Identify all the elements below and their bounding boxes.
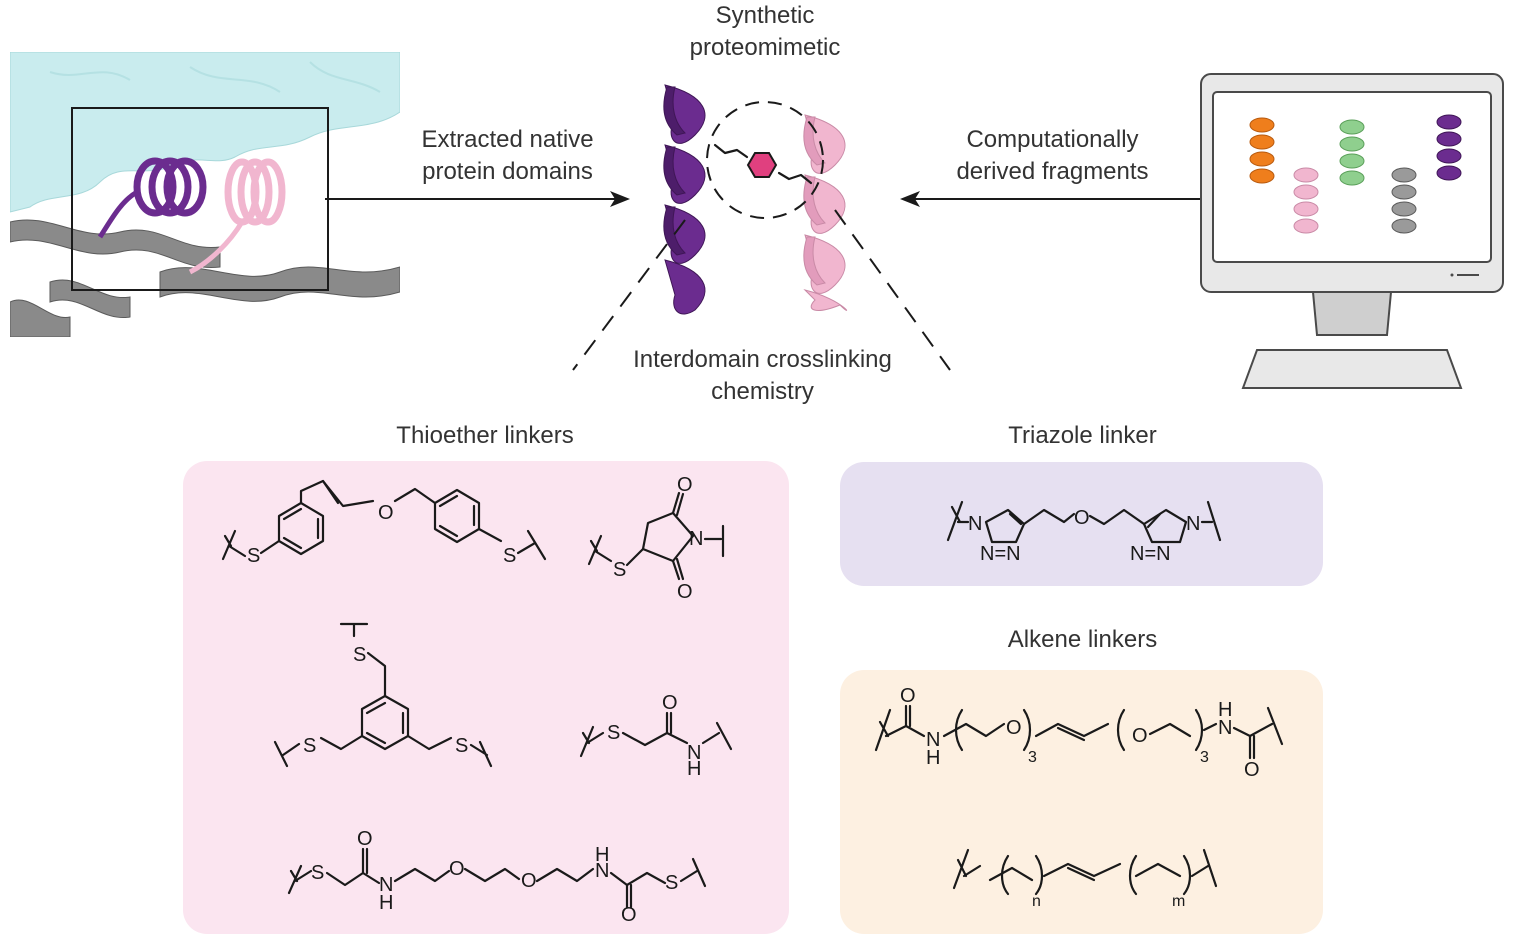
atom-o5: O	[357, 828, 373, 850]
triazole-title: Triazole linker	[1008, 422, 1157, 449]
atom-n2: N	[687, 742, 701, 764]
peg-thioacetamide-linker: S O N H O O H N O S	[287, 828, 707, 926]
proteomimetic-helices	[572, 84, 951, 371]
atom-h4: H	[926, 747, 940, 769]
sub-n: n	[1032, 893, 1041, 910]
left-arrow-label-line1: Extracted native	[421, 126, 594, 153]
thioether-panel	[183, 461, 789, 934]
title-line2: proteomimetic	[689, 34, 841, 61]
proteomimetic-title: Synthetic proteomimetic	[660, 0, 870, 64]
atom-s8: S	[311, 862, 324, 884]
succinimide-linker: S O O N	[587, 474, 725, 603]
fragment-helix-pink	[1293, 167, 1319, 234]
tris-benzyl-linker: S S S	[273, 622, 493, 768]
left-arrow-label-line2: protein domains	[422, 158, 593, 185]
triazole-structure: N N=N O N N=N	[946, 500, 1222, 565]
atom-s5: S	[303, 735, 316, 757]
atom-h1: H	[687, 758, 701, 780]
crosslinking-label: Interdomain crosslinking chemistry	[610, 344, 915, 408]
right-arrow	[900, 191, 1205, 207]
atom-n7: N	[926, 729, 940, 751]
alkyl-alkene-linker: n m	[952, 848, 1218, 910]
atom-o2: O	[677, 474, 693, 496]
fragment-helix-orange	[1249, 117, 1275, 184]
atom-nn2: N=N	[1130, 543, 1171, 565]
atom-s4: S	[353, 644, 366, 666]
atom-n1: N	[689, 528, 703, 550]
atom-nn1: N=N	[980, 543, 1021, 565]
triazole-panel	[840, 462, 1323, 586]
atom-o13: O	[1244, 759, 1260, 781]
atom-o3: O	[677, 581, 693, 603]
atom-s1: S	[247, 545, 260, 567]
right-arrow-label-line1: Computationally	[966, 126, 1139, 153]
right-arrow-label: Computationally derived fragments	[935, 124, 1170, 188]
crosslinking-label-line2: chemistry	[711, 378, 814, 405]
left-arrow	[325, 191, 630, 207]
crosslink-hexagon	[746, 152, 778, 178]
purple-helix	[663, 84, 706, 315]
atom-h3: H	[595, 844, 609, 866]
atom-s7: S	[607, 722, 620, 744]
atom-o4: O	[662, 692, 678, 714]
alkene-panel	[840, 670, 1323, 934]
atom-o6: O	[449, 858, 465, 880]
thioether-structures: S O S S O O N S S S	[221, 474, 733, 926]
thioether-title: Thioether linkers	[396, 422, 574, 449]
atom-h2: H	[379, 892, 393, 914]
peg-alkene-linker: O N H O 3 O 3 H N O	[874, 685, 1284, 781]
computer-monitor-icon	[1200, 73, 1504, 389]
sub-3-right: 3	[1200, 749, 1209, 766]
atom-o11: O	[1006, 717, 1022, 739]
atom-s9: S	[665, 872, 678, 894]
atom-o7: O	[521, 870, 537, 892]
atom-s2: S	[503, 545, 516, 567]
protein-structure-image	[10, 52, 400, 337]
atom-o12: O	[1132, 725, 1148, 747]
crosslinking-label-line1: Interdomain crosslinking	[633, 346, 892, 373]
sub-3-left: 3	[1028, 749, 1037, 766]
fragment-helix-green	[1339, 119, 1365, 186]
pink-helix	[803, 114, 848, 311]
atom-o8: O	[621, 904, 637, 926]
atom-n6: N	[1186, 513, 1200, 535]
right-arrow-label-line2: derived fragments	[956, 158, 1149, 185]
bis-benzyl-ether-linker: S O S	[221, 479, 547, 567]
atom-n3: N	[379, 874, 393, 896]
atom-o1: O	[378, 502, 394, 524]
atom-h5: H	[1218, 699, 1232, 721]
atom-n5: N	[968, 513, 982, 535]
protein-surface	[10, 52, 400, 213]
thioacetamide-linker: S O N H	[579, 692, 733, 780]
title-line1: Synthetic	[715, 2, 815, 29]
atom-o9: O	[1074, 507, 1090, 529]
atom-o10: O	[900, 685, 916, 707]
atom-n8: N	[1218, 717, 1232, 739]
atom-s3: S	[613, 559, 626, 581]
fragment-helix-grey	[1391, 167, 1417, 234]
atom-s6: S	[455, 735, 468, 757]
crosslink-focus-circle	[706, 101, 824, 219]
bis-triazole-linker: N N=N O N N=N	[946, 500, 1222, 565]
alkene-structures: O N H O 3 O 3 H N O n m	[874, 685, 1284, 910]
sub-m: m	[1172, 893, 1185, 910]
left-arrow-label: Extracted native protein domains	[395, 124, 620, 188]
atom-n4: N	[595, 860, 609, 882]
fragment-helix-purple	[1436, 114, 1462, 181]
alkene-title: Alkene linkers	[1007, 626, 1158, 653]
